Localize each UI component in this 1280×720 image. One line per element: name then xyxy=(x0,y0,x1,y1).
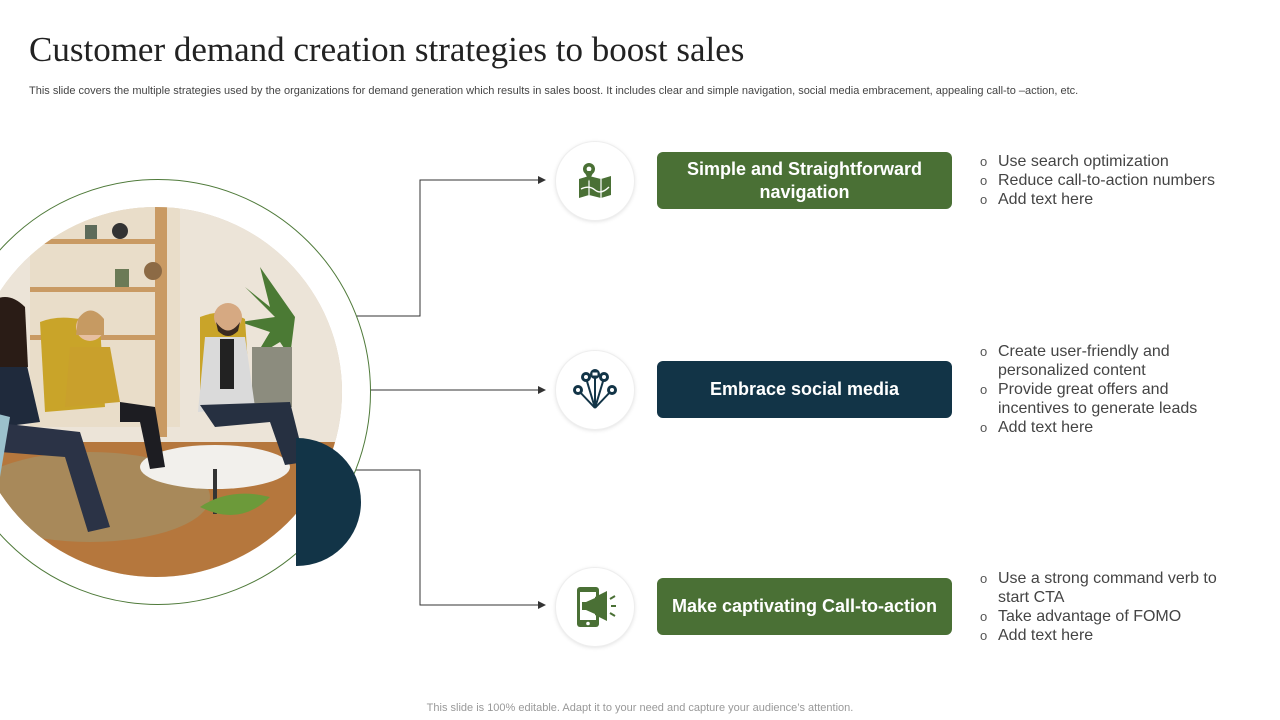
bullet-list-navigation: Use search optimization Reduce call-to-a… xyxy=(980,152,1235,209)
connector-top xyxy=(356,180,545,316)
list-item: Take advantage of FOMO xyxy=(980,607,1235,626)
list-item: Add text here xyxy=(980,190,1235,209)
list-item: Add text here xyxy=(980,626,1235,645)
strategy-label-social-media: Embrace social media xyxy=(657,361,952,418)
social-network-icon xyxy=(556,351,634,429)
strategy-label-call-to-action: Make captivating Call-to-action xyxy=(657,578,952,635)
list-item: Add text here xyxy=(980,418,1235,437)
list-item: Use a strong command verb to start CTA xyxy=(980,569,1235,607)
list-item: Provide great offers and incentives to g… xyxy=(980,380,1235,418)
bullet-list-call-to-action: Use a strong command verb to start CTA T… xyxy=(980,569,1235,645)
slide-footer: This slide is 100% editable. Adapt it to… xyxy=(0,702,1280,714)
phone-megaphone-icon xyxy=(556,568,634,646)
list-item: Use search optimization xyxy=(980,152,1235,171)
list-item: Reduce call-to-action numbers xyxy=(980,171,1235,190)
strategy-label-navigation: Simple and Straightforward navigation xyxy=(657,152,952,209)
map-pin-icon xyxy=(556,142,634,220)
list-item: Create user-friendly and personalized co… xyxy=(980,342,1235,380)
connector-bottom xyxy=(356,470,545,605)
bullet-list-social-media: Create user-friendly and personalized co… xyxy=(980,342,1235,437)
